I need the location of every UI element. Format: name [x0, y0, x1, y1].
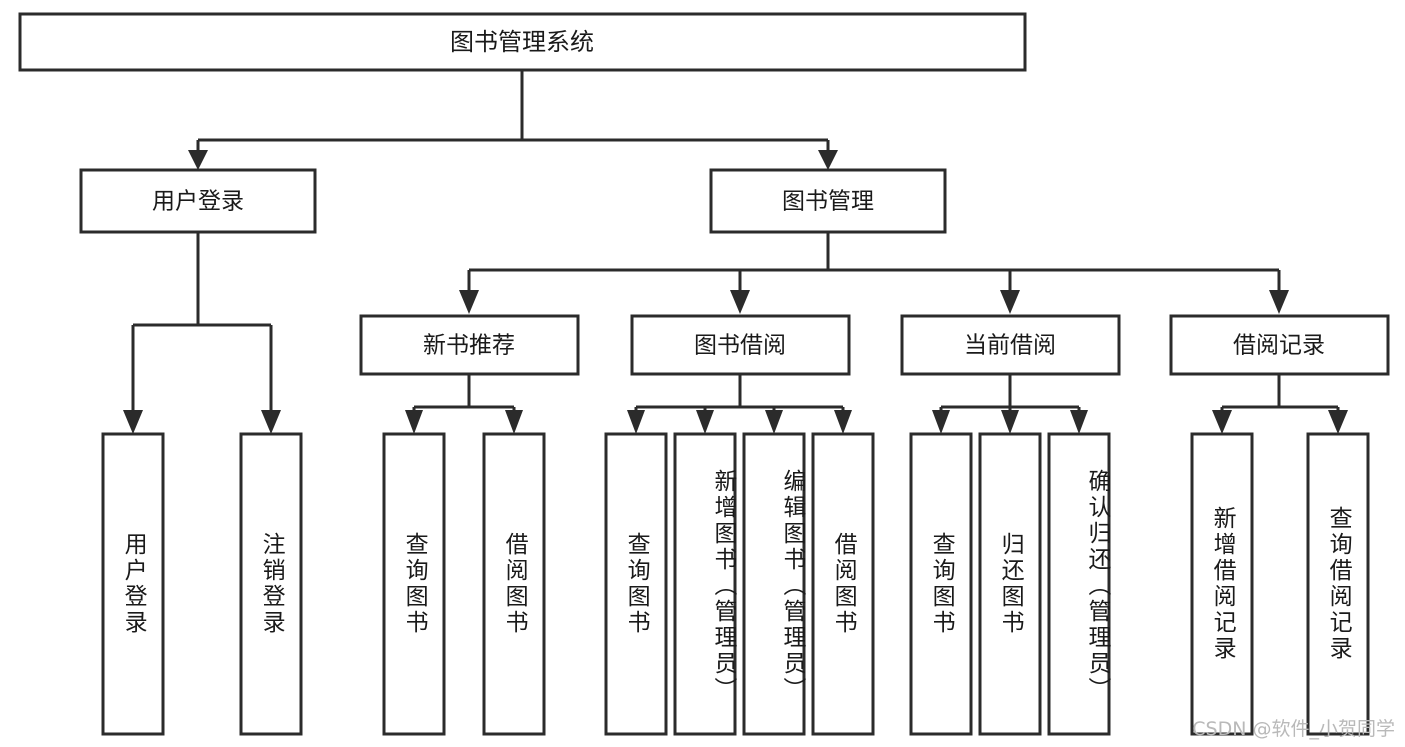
- node-current-borrow[interactable]: 当前借阅: [900, 314, 1121, 376]
- arrow-icon: [1212, 410, 1232, 434]
- arrow-icon: [123, 410, 143, 434]
- node-book-management[interactable]: 图书管理: [709, 168, 947, 234]
- node-box[interactable]: [482, 432, 546, 736]
- leaf-node-bookborrow-edit[interactable]: [742, 432, 806, 736]
- node-borrow-record[interactable]: 借阅记录: [1169, 314, 1390, 376]
- connector-bookborrow-to-leaves: [627, 374, 852, 434]
- node-box[interactable]: [673, 432, 737, 736]
- arrow-icon: [765, 410, 783, 434]
- node-label: 当前借阅: [964, 333, 1056, 359]
- node-root-book-management-system[interactable]: 图书管理系统: [18, 12, 1027, 72]
- arrow-icon: [405, 410, 423, 434]
- arrow-icon: [730, 290, 750, 314]
- node-label: 借阅记录: [1233, 333, 1325, 359]
- connector-borrowrecord-to-leaves: [1212, 374, 1348, 434]
- node-box[interactable]: [359, 314, 580, 376]
- node-box[interactable]: [742, 432, 806, 736]
- arrow-icon: [1001, 410, 1019, 434]
- leaf-node-bookborrow-add[interactable]: [673, 432, 737, 736]
- arrow-icon: [627, 410, 645, 434]
- node-new-book-recommend[interactable]: 新书推荐: [359, 314, 580, 376]
- node-box[interactable]: [630, 314, 851, 376]
- arrow-icon: [1070, 410, 1088, 434]
- node-box[interactable]: [1169, 314, 1390, 376]
- node-box[interactable]: [811, 432, 875, 736]
- arrow-icon: [818, 150, 838, 170]
- leaf-node-user-login-logout[interactable]: [239, 432, 303, 736]
- node-book-borrow[interactable]: 图书借阅: [630, 314, 851, 376]
- arrow-icon: [188, 150, 208, 170]
- node-box[interactable]: [604, 432, 668, 736]
- arrow-icon: [1328, 410, 1348, 434]
- leaf-node-borrowrecord-add[interactable]: [1190, 432, 1254, 736]
- arrow-icon: [696, 410, 714, 434]
- node-box[interactable]: [709, 168, 947, 234]
- leaf-node-bookborrow-query[interactable]: [604, 432, 668, 736]
- node-box[interactable]: [909, 432, 973, 736]
- node-label: 图书借阅: [694, 333, 786, 359]
- arrow-icon: [1000, 290, 1020, 314]
- leaf-node-borrowrecord-query[interactable]: [1306, 432, 1370, 736]
- leaf-node-currentborrow-confirm[interactable]: [1047, 432, 1111, 736]
- leaf-node-bookborrow-borrow[interactable]: [811, 432, 875, 736]
- node-box[interactable]: [79, 168, 317, 234]
- arrow-icon: [261, 410, 281, 434]
- arrow-icon: [459, 290, 479, 314]
- arrow-icon: [834, 410, 852, 434]
- node-box[interactable]: [1047, 432, 1111, 736]
- arrow-icon: [1269, 290, 1289, 314]
- leaf-node-newbook-query[interactable]: [382, 432, 446, 736]
- node-box[interactable]: [900, 314, 1121, 376]
- leaf-node-currentborrow-return[interactable]: [978, 432, 1042, 736]
- node-box[interactable]: [18, 12, 1027, 72]
- node-box[interactable]: [239, 432, 303, 736]
- node-label: 图书管理: [782, 189, 874, 215]
- node-box[interactable]: [382, 432, 446, 736]
- connector-bookmgmt-to-level3: [459, 232, 1289, 314]
- node-box[interactable]: [978, 432, 1042, 736]
- node-label: 新书推荐: [423, 333, 515, 359]
- leaf-node-newbook-borrow[interactable]: [482, 432, 546, 736]
- connector-root-to-level2: [188, 70, 838, 170]
- node-user-login[interactable]: 用户登录: [79, 168, 317, 234]
- node-label: 用户登录: [152, 189, 244, 215]
- node-box[interactable]: [1190, 432, 1254, 736]
- leaf-node-user-login-login[interactable]: [101, 432, 165, 736]
- arrow-icon: [505, 410, 523, 434]
- node-label: 图书管理系统: [450, 28, 594, 56]
- connector-newbook-to-leaves: [405, 374, 523, 434]
- arrow-icon: [932, 410, 950, 434]
- leaf-node-currentborrow-query[interactable]: [909, 432, 973, 736]
- connector-currentborrow-to-leaves: [932, 374, 1088, 434]
- node-box[interactable]: [1306, 432, 1370, 736]
- connector-userlogin-to-leaves: [123, 232, 281, 434]
- node-box[interactable]: [101, 432, 165, 736]
